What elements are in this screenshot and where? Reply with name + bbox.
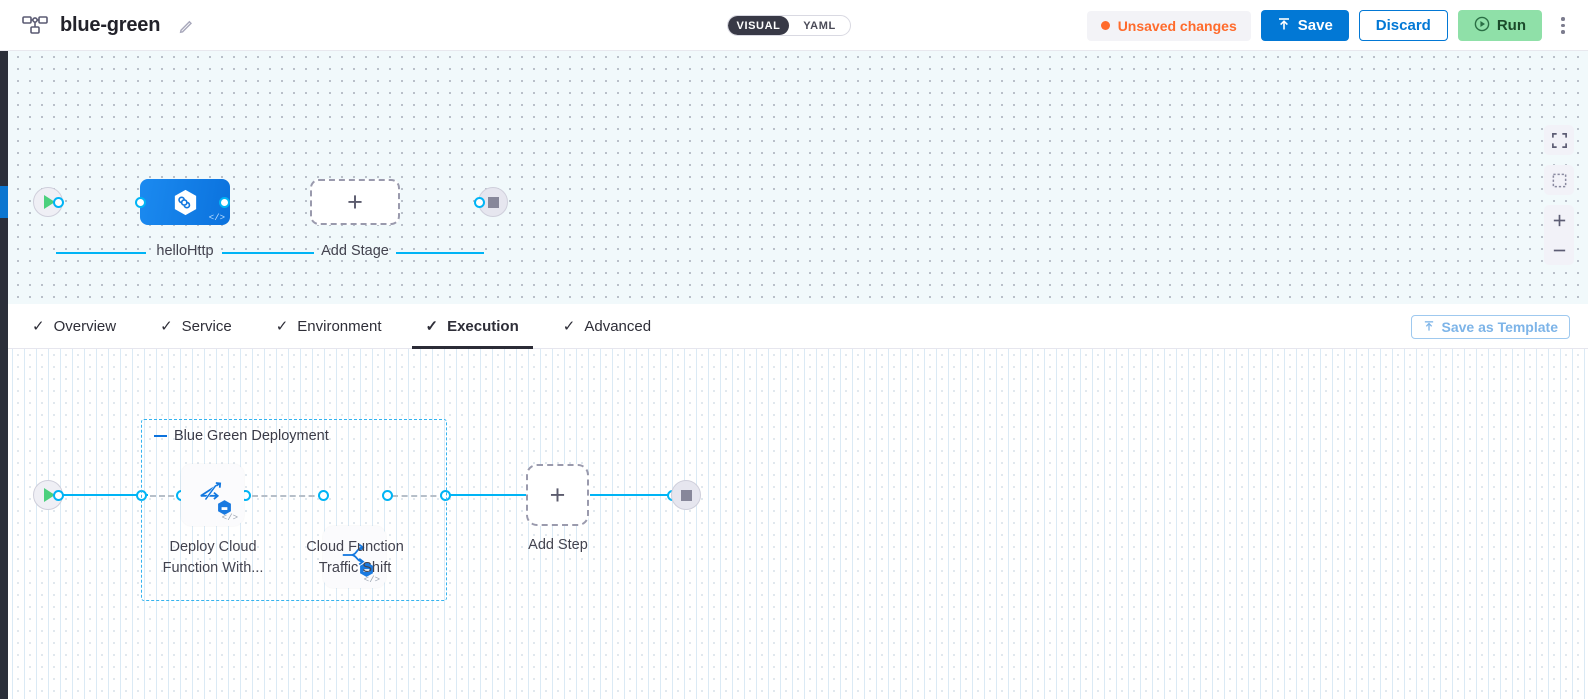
zoom-in-icon[interactable] xyxy=(1544,205,1574,235)
tab-label: Service xyxy=(181,317,232,335)
plus-icon: + xyxy=(549,479,566,510)
traffic-split-icon xyxy=(339,539,371,576)
unsaved-label: Unsaved changes xyxy=(1117,17,1237,34)
canvas-controls xyxy=(1544,125,1574,265)
stage-group-blue-green-deployment[interactable]: Blue Green Deployment xyxy=(141,419,447,601)
step-node-traffic-shift[interactable]: ▬ </> xyxy=(323,526,386,588)
link-step2-to-group-out xyxy=(392,495,446,497)
link-step1-to-step2 xyxy=(252,495,324,497)
svg-text:▬: ▬ xyxy=(363,565,370,574)
stop-square-icon xyxy=(487,196,499,208)
save-as-template-label: Save as Template xyxy=(1441,319,1558,335)
title-area: blue-green xyxy=(0,14,195,37)
group-title[interactable]: Blue Green Deployment xyxy=(154,428,329,444)
save-as-template-button[interactable]: Save as Template xyxy=(1410,315,1570,339)
top-bar-actions: Unsaved changes Save Discard Run xyxy=(1086,0,1574,51)
tab-label: Environment xyxy=(297,317,382,335)
check-icon: ✓ xyxy=(562,318,576,335)
hexagon-badge: ▬ xyxy=(216,499,233,516)
tab-label: Execution xyxy=(447,317,519,335)
unsaved-dot-icon xyxy=(1100,21,1110,30)
pipeline-canvas-stages[interactable]: </> helloHttp + Add Stage xyxy=(0,51,1588,304)
step-node-label: Deploy Cloud Function With... xyxy=(162,539,264,576)
check-icon: ✓ xyxy=(275,318,289,335)
stage-node-label: helloHttp xyxy=(156,243,214,259)
kebab-menu-icon[interactable] xyxy=(1552,10,1574,41)
plus-icon: + xyxy=(347,186,363,217)
add-step-label: Add Step xyxy=(528,537,588,553)
step-node-label: Cloud Function Traffic Shift xyxy=(306,539,404,576)
mode-yaml[interactable]: YAML xyxy=(803,19,836,32)
end-stop-node[interactable] xyxy=(671,480,701,510)
check-icon: ✓ xyxy=(160,318,173,335)
tab-environment[interactable]: ✓ Environment xyxy=(262,304,396,349)
pipeline-nodes-icon xyxy=(22,14,48,36)
status-badge-unsaved: Unsaved changes xyxy=(1086,10,1251,41)
link-group-to-addstep xyxy=(448,494,526,497)
discard-button[interactable]: Discard xyxy=(1358,10,1448,41)
add-step-button[interactable]: + xyxy=(526,464,589,526)
play-circle-icon xyxy=(1474,16,1490,36)
fit-to-screen-icon[interactable] xyxy=(1544,165,1574,195)
save-label: Save xyxy=(1297,17,1333,34)
upload-icon xyxy=(1423,319,1435,335)
port-stage-in[interactable] xyxy=(135,197,146,208)
upload-icon xyxy=(1277,17,1291,35)
add-stage-label: Add Stage xyxy=(321,243,389,259)
tab-advanced[interactable]: ✓ Advanced xyxy=(549,304,665,349)
page-title: blue-green xyxy=(60,13,161,36)
hexagon-badge: ▬ xyxy=(358,561,375,578)
execution-canvas-steps[interactable]: Execution Rollback xyxy=(0,349,1588,699)
tab-execution[interactable]: ✓ Execution xyxy=(411,304,534,349)
zoom-out-icon[interactable] xyxy=(1544,235,1574,265)
svg-text:▬: ▬ xyxy=(221,503,228,512)
pencil-icon[interactable] xyxy=(178,17,195,34)
stop-square-icon xyxy=(680,489,692,501)
check-icon: ✓ xyxy=(32,318,45,335)
link-addstep-to-end xyxy=(590,494,672,497)
port-step2-out[interactable] xyxy=(382,490,393,501)
left-edge-bar xyxy=(0,51,8,699)
code-glyph-icon: </> xyxy=(363,575,380,585)
collapse-dash-icon[interactable] xyxy=(154,434,167,438)
link-group-in-to-step1 xyxy=(150,495,183,497)
group-title-label: Blue Green Deployment xyxy=(174,428,329,444)
port-end-in[interactable] xyxy=(474,197,485,208)
hexagon-infinity-icon xyxy=(171,188,200,217)
top-bar: blue-green VISUAL YAML Unsaved changes S… xyxy=(0,0,1588,51)
link-start-to-group xyxy=(56,494,148,497)
zoom-controls xyxy=(1544,205,1574,265)
port-start-out[interactable] xyxy=(53,490,64,501)
left-edge-accent xyxy=(0,186,8,218)
mode-toggle[interactable]: VISUAL YAML xyxy=(727,15,851,36)
stage-node-hellohttp[interactable]: </> xyxy=(140,179,230,225)
play-triangle-icon xyxy=(44,488,55,502)
check-icon: ✓ xyxy=(425,318,439,335)
port-step2-in[interactable] xyxy=(318,490,329,501)
run-label: Run xyxy=(1496,17,1526,34)
run-button[interactable]: Run xyxy=(1457,10,1542,41)
port-stage-out[interactable] xyxy=(219,197,230,208)
code-glyph-icon: </> xyxy=(208,213,225,223)
play-triangle-icon xyxy=(44,195,55,209)
section-tabs: ✓ Overview ✓ Service ✓ Environment ✓ Exe… xyxy=(0,304,1588,349)
fullscreen-icon[interactable] xyxy=(1544,125,1574,155)
link-stage-to-addstage xyxy=(222,252,314,255)
deploy-arrow-icon xyxy=(197,477,229,514)
port-group-out[interactable] xyxy=(440,490,451,501)
code-glyph-icon: </> xyxy=(221,513,238,523)
link-start-to-stage xyxy=(56,252,146,255)
port-start-out[interactable] xyxy=(53,197,64,208)
tab-label: Overview xyxy=(53,317,117,335)
mode-visual[interactable]: VISUAL xyxy=(728,16,789,35)
add-stage-button[interactable]: + xyxy=(310,179,400,225)
step-node-deploy-cloud-function[interactable]: ▬ </> xyxy=(181,464,244,526)
tab-service[interactable]: ✓ Service xyxy=(146,304,246,349)
tab-overview[interactable]: ✓ Overview xyxy=(18,304,130,349)
link-addstage-to-end xyxy=(396,252,484,255)
save-button[interactable]: Save xyxy=(1260,10,1349,41)
tab-label: Advanced xyxy=(584,317,652,335)
